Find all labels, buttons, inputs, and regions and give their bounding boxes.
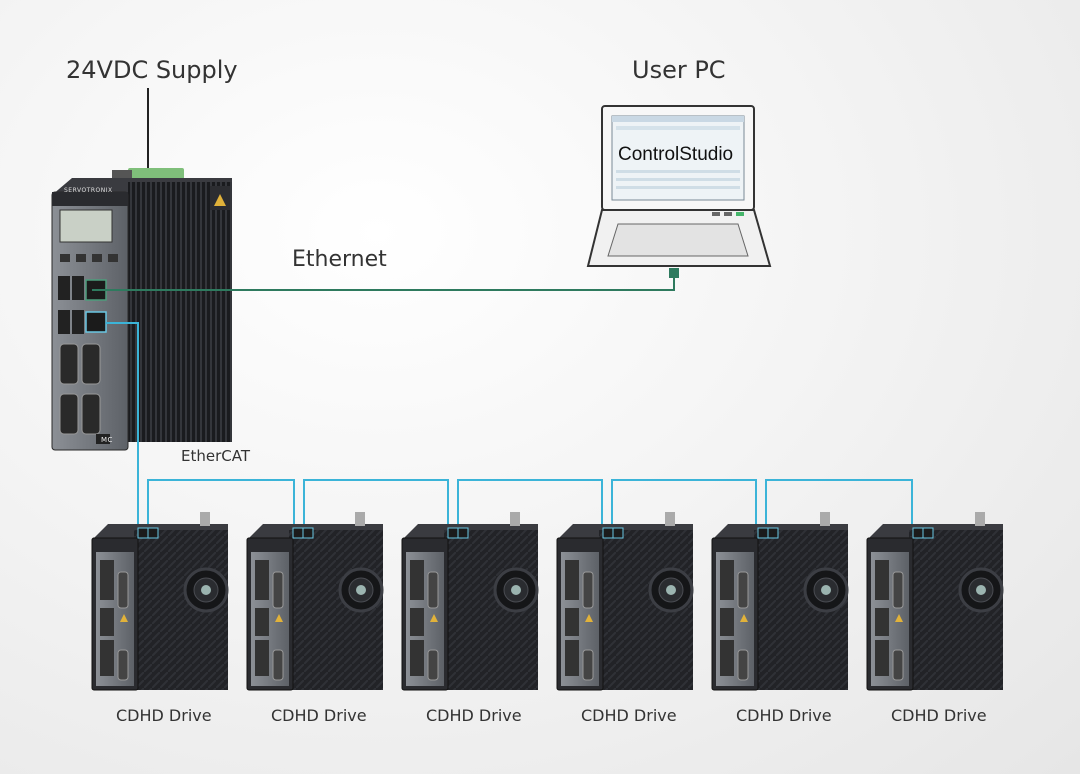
controller-badge: MC [101, 436, 113, 444]
drive-label: CDHD Drive [891, 706, 987, 725]
cdhd-drive [711, 512, 849, 691]
user-pc-laptop [586, 105, 772, 267]
motion-controller [51, 168, 232, 451]
controller-brand: SERVOTRONIX [64, 187, 113, 194]
cdhd-drive [556, 512, 694, 691]
cdhd-drive [401, 512, 539, 691]
ethercat-label: EtherCAT [181, 447, 250, 465]
drive-label: CDHD Drive [271, 706, 367, 725]
user-pc-label: User PC [632, 56, 726, 84]
drive-label: CDHD Drive [581, 706, 677, 725]
supply-label: 24VDC Supply [66, 56, 238, 84]
ethernet-label: Ethernet [292, 247, 387, 272]
ethercat-chain [106, 322, 913, 528]
cdhd-drive [866, 512, 1004, 691]
drive-label: CDHD Drive [426, 706, 522, 725]
cdhd-drive [91, 512, 229, 691]
drive-label: CDHD Drive [116, 706, 212, 725]
software-label: ControlStudio [618, 144, 734, 165]
ethernet-line [92, 274, 675, 291]
drive-label: CDHD Drive [736, 706, 832, 725]
cdhd-drive [246, 512, 384, 691]
